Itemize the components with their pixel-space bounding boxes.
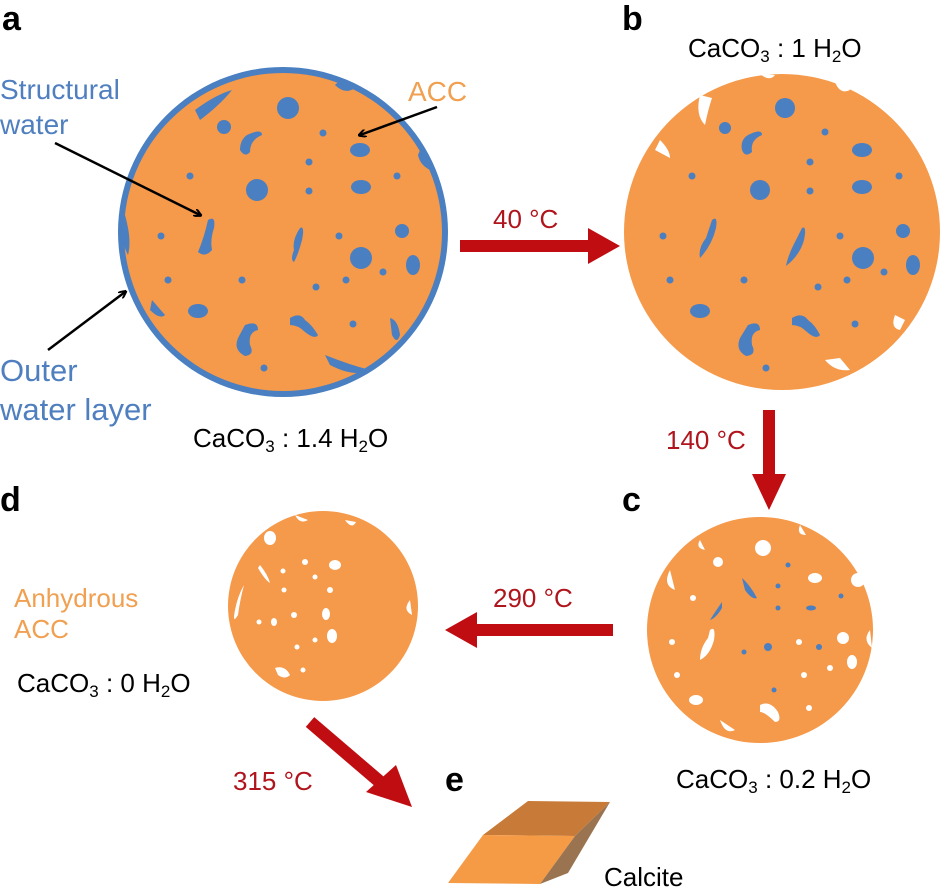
particle-c [647,517,873,743]
panel-letter-d: d [0,481,21,519]
calcite-crystal [448,801,610,884]
arrow-c-to-d [445,612,613,648]
temp-290: 290 °C [493,583,573,613]
pointer-acc [360,105,438,135]
calcite-label: Calcite [604,862,684,892]
particle-a [118,67,448,397]
structural-water-label: Structural water [0,74,120,140]
outer-water-layer-label: Outer water layer [0,353,152,427]
arrow-d-to-e [305,717,412,807]
anhydrous-acc-label: Anhydrous ACC [14,583,139,645]
arrow-a-to-b [460,228,620,264]
pointer-outer-water [47,292,125,351]
particle-b [624,74,940,390]
panel-letter-a: a [2,0,21,38]
pointer-structural-water [54,141,200,215]
panel-letter-b: b [622,0,643,38]
particle-d [203,511,418,701]
formula-b: CaCO3 : 1 H2O [688,33,862,66]
panel-letter-c: c [622,481,641,519]
formula-c: CaCO3 : 0.2 H2O [676,764,872,797]
temp-315: 315 °C [233,766,313,796]
acc-label: ACC [408,76,468,107]
arrow-b-to-c [752,410,786,510]
temp-140: 140 °C [666,425,746,455]
temp-40: 40 °C [493,204,559,234]
formula-d: CaCO3 : 0 H2O [17,668,191,701]
formula-a: CaCO3 : 1.4 H2O [193,423,389,456]
panel-letter-e: e [445,761,464,799]
